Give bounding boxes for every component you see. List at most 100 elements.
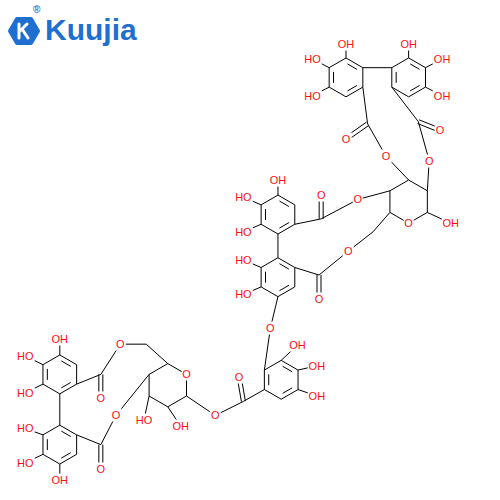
atom-label: HO bbox=[16, 350, 35, 363]
atom-label: HO bbox=[16, 386, 35, 399]
logo-letter bbox=[19, 24, 28, 38]
bond-line bbox=[333, 72, 334, 83]
atom-label: HO bbox=[234, 253, 253, 266]
bond-line bbox=[278, 287, 295, 297]
bond-line bbox=[392, 58, 409, 68]
atom-label: O bbox=[96, 392, 107, 405]
bond-line bbox=[265, 209, 266, 220]
bond-line bbox=[277, 234, 278, 258]
bond-line bbox=[329, 68, 330, 87]
bond-line bbox=[346, 58, 363, 68]
bond-line bbox=[261, 205, 262, 224]
bond-line bbox=[278, 224, 295, 234]
bond-line bbox=[295, 267, 319, 275]
bond-line bbox=[61, 361, 70, 366]
registered-mark: ® bbox=[33, 5, 40, 15]
atom-label: O bbox=[316, 189, 327, 202]
bond-line bbox=[261, 267, 262, 286]
bond-line bbox=[61, 382, 70, 387]
bond-line bbox=[279, 201, 288, 206]
bond-line bbox=[60, 355, 77, 365]
bond-line bbox=[294, 205, 295, 224]
bond-line bbox=[243, 390, 264, 402]
atom-label: O bbox=[96, 463, 107, 476]
bond-line bbox=[43, 454, 60, 464]
bond-line bbox=[396, 72, 397, 83]
atom-label: O bbox=[234, 370, 245, 383]
bond-line bbox=[43, 355, 60, 365]
bond-line bbox=[146, 344, 168, 363]
bond-line bbox=[261, 195, 278, 205]
atom-label: O bbox=[381, 150, 392, 163]
bond-line bbox=[265, 272, 266, 283]
bond-line bbox=[261, 287, 278, 297]
bond-line bbox=[61, 431, 70, 436]
bond-line bbox=[264, 390, 281, 400]
atom-label: O bbox=[265, 321, 276, 334]
bond-line bbox=[261, 224, 278, 234]
bond-line bbox=[389, 191, 390, 213]
logo-hexagon bbox=[10, 19, 38, 43]
atom-label: HO bbox=[16, 422, 35, 435]
bond-line bbox=[410, 85, 419, 90]
atom-label: OH bbox=[269, 174, 288, 187]
atom-label: HO bbox=[303, 53, 322, 66]
atom-label: OH bbox=[433, 89, 452, 102]
bond-line bbox=[425, 68, 426, 87]
bond-line bbox=[77, 374, 101, 384]
bond-line bbox=[362, 68, 363, 87]
atom-label: HO bbox=[234, 288, 253, 301]
bond-line bbox=[264, 360, 281, 370]
bond-line bbox=[268, 374, 269, 385]
bond-line bbox=[43, 384, 60, 394]
atom-label: OH bbox=[172, 420, 191, 433]
atom-label: HO bbox=[16, 456, 35, 469]
bond-line bbox=[298, 370, 299, 389]
logo-text: Kuujia bbox=[45, 15, 137, 45]
bond-line bbox=[410, 64, 419, 69]
bond-line bbox=[149, 364, 168, 375]
bond-line bbox=[347, 64, 356, 69]
bond-line bbox=[149, 374, 150, 396]
atom-label: HO bbox=[234, 225, 253, 238]
bond-line bbox=[168, 396, 187, 407]
bond-line bbox=[61, 453, 70, 458]
bond-line bbox=[279, 264, 288, 269]
atom-label: HO bbox=[303, 89, 322, 102]
atom-label: OH bbox=[51, 332, 70, 345]
bond-line bbox=[279, 223, 288, 228]
bond-line bbox=[363, 87, 368, 124]
atom-label: O bbox=[314, 292, 325, 305]
bond-line bbox=[47, 439, 48, 450]
bond-line bbox=[281, 360, 298, 370]
bond-line bbox=[278, 258, 295, 268]
bond-line bbox=[77, 435, 101, 445]
bond-line bbox=[363, 67, 392, 68]
bond-line bbox=[264, 370, 265, 389]
atom-label: O bbox=[115, 338, 126, 351]
bond-line bbox=[347, 85, 356, 90]
bond-line bbox=[409, 180, 428, 191]
bond-line bbox=[60, 425, 77, 435]
bond-line bbox=[294, 267, 295, 286]
atom-label: O bbox=[343, 245, 354, 258]
bond-line bbox=[281, 390, 298, 400]
atom-label: O bbox=[353, 193, 364, 206]
bond-line bbox=[279, 285, 288, 290]
atom-label: O bbox=[341, 132, 352, 145]
bond-line bbox=[76, 435, 77, 454]
atom-label: O bbox=[403, 217, 414, 230]
bond-line bbox=[283, 388, 292, 393]
bond-line bbox=[283, 366, 292, 371]
atom-label: OH bbox=[442, 217, 461, 230]
bond-line bbox=[42, 365, 43, 384]
bond-line bbox=[409, 58, 426, 68]
bond-line bbox=[392, 87, 419, 122]
bond-line bbox=[60, 384, 77, 394]
atom-label: OH bbox=[288, 339, 307, 352]
bond-line bbox=[427, 191, 428, 213]
atom-label: OH bbox=[337, 37, 356, 50]
bond-line bbox=[59, 394, 60, 425]
atom-label: O bbox=[111, 409, 122, 422]
